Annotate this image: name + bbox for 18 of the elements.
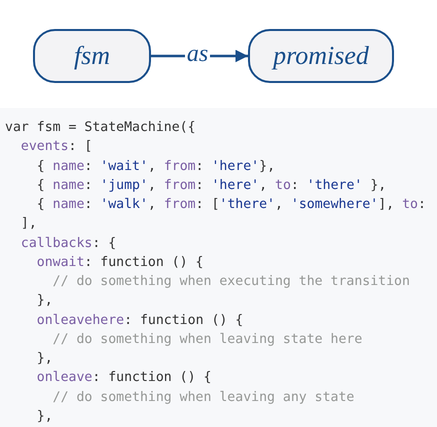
code-line: },	[36, 408, 53, 425]
code-line: },	[36, 351, 53, 367]
code-line: },	[36, 293, 53, 310]
code-line: onwait: function () {	[36, 254, 204, 271]
code-line: var fsm = StateMachine({	[5, 120, 196, 136]
code-line: onleave: function () {	[36, 370, 212, 386]
code-line: { name: 'wait', from: 'here'},	[36, 158, 276, 174]
code-line: // do something when executing the transition	[52, 274, 410, 290]
code-line: { name: 'jump', from: 'here', to: 'there' },	[36, 178, 386, 194]
state-box: promised	[248, 29, 394, 83]
code-line: // do something when leaving state here	[52, 332, 362, 348]
code-line: onleavehere: function () {	[36, 312, 244, 328]
state-box: fsm	[33, 29, 151, 83]
code-line: callbacks: {	[20, 236, 116, 252]
code-line: // do something when leaving any state	[52, 390, 354, 406]
code-line: ],	[20, 216, 37, 232]
code-line: { name: 'walk', from: ['there', 'somewhere'], to:	[36, 197, 426, 213]
code-line: events: [	[20, 139, 92, 156]
